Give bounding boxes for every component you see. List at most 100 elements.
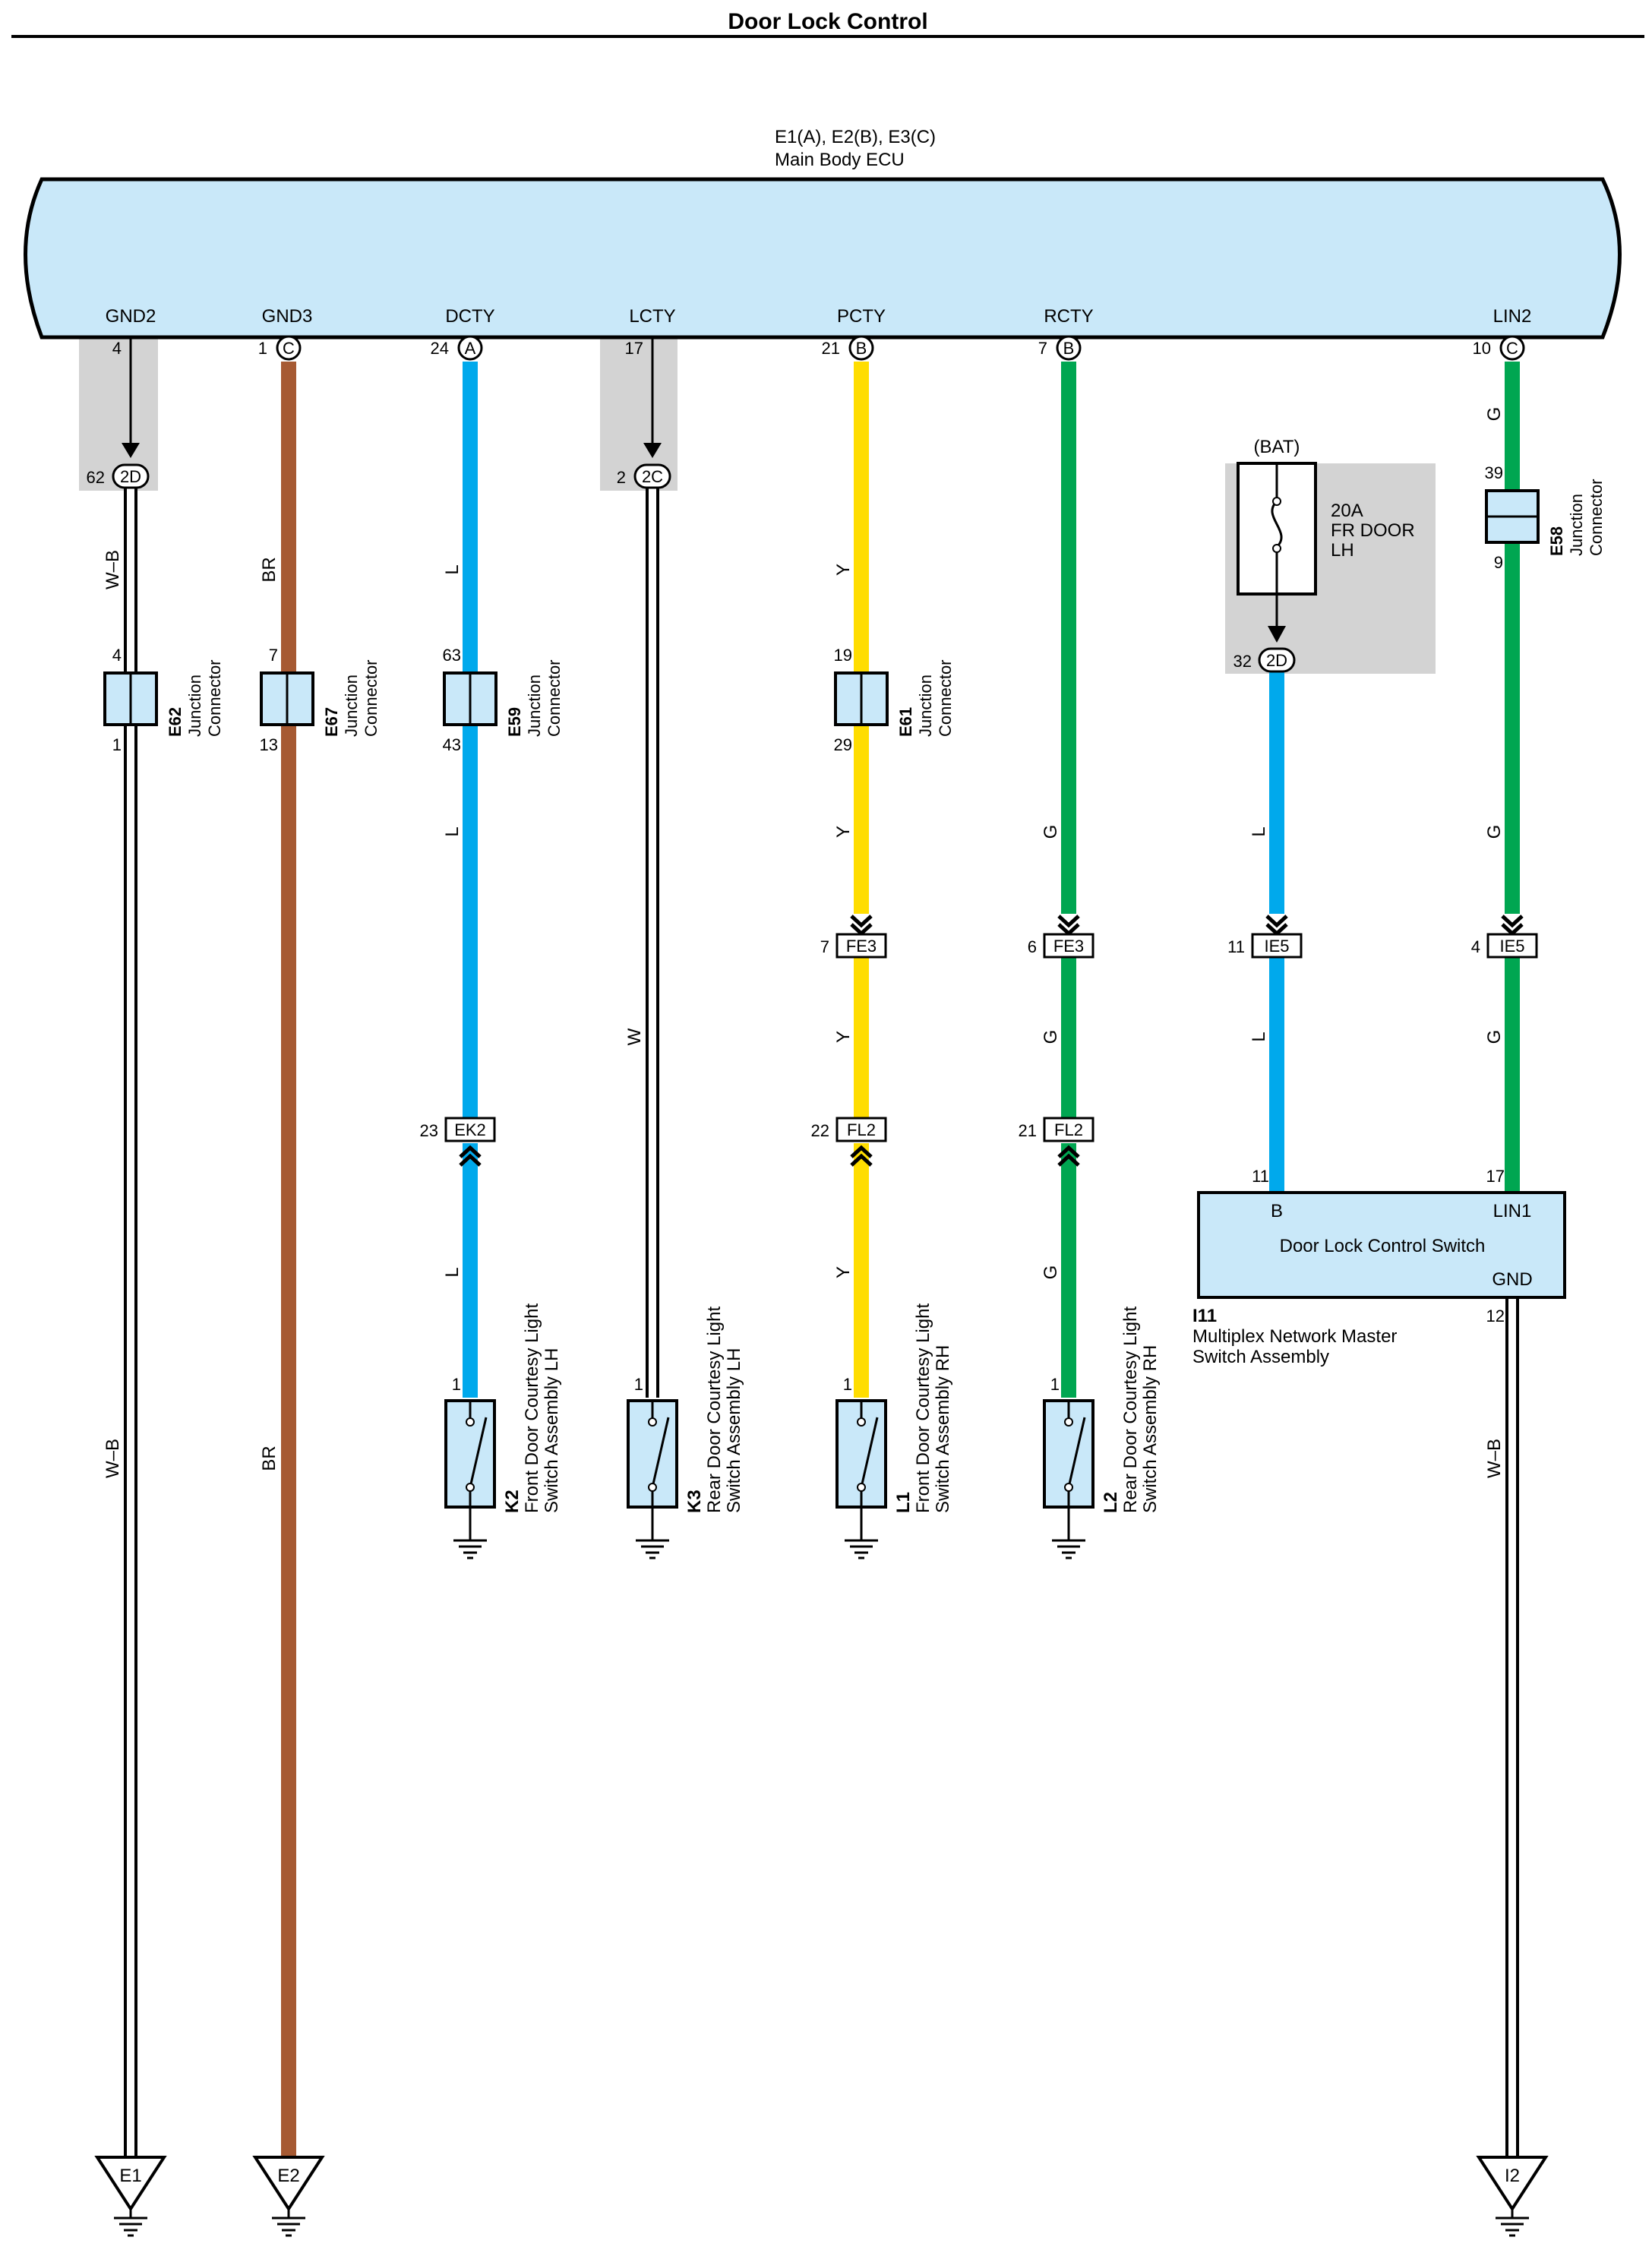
l1-contact-bottom (857, 1483, 866, 1492)
wire-l-dcty-upper (463, 362, 478, 1123)
jb-oval-2d-a (112, 463, 150, 489)
junction-e67 (260, 671, 314, 726)
wire-l-bat-1 (1269, 671, 1284, 914)
wire-l-dcty-lower (463, 1143, 478, 1398)
term-pcty: PCTY (837, 306, 886, 327)
pin-lin2: 10 (1473, 339, 1491, 358)
tag-fl2-p: FL2 (847, 1120, 876, 1139)
tag-fe3-r: FE3 (1053, 937, 1084, 956)
chevron-down-ie5-l (1502, 916, 1522, 934)
wire-label-l-1: L (442, 564, 463, 574)
e62-pin-in: 4 (112, 646, 122, 665)
wire-l-bat-2 (1269, 957, 1284, 1193)
wire-label-y-4: Y (833, 1266, 854, 1278)
tag-box-fl2-r (1043, 1117, 1094, 1142)
jb-2d-a-pin: 62 (87, 468, 105, 487)
term-rcty: RCTY (1044, 306, 1093, 327)
ground-e1-triangle (94, 2156, 167, 2212)
chevron-down-fe3-r (1059, 916, 1079, 934)
pin-dcty: 24 (431, 339, 449, 358)
l2-contact-top (1064, 1417, 1073, 1427)
wire-label-g-1: G (1041, 825, 1061, 839)
l1-switch-blade (860, 1417, 879, 1488)
l2-pin: 1 (1050, 1375, 1060, 1394)
wire-label-y-1: Y (833, 564, 854, 576)
e61-name-2: Connector (936, 659, 955, 737)
conn-gnd3: C (283, 339, 295, 358)
tag-box-ie5-l (1486, 933, 1538, 959)
pin-gnd3: 1 (258, 339, 267, 358)
pin-fe3-p: 7 (820, 937, 829, 956)
pin-rcty: 7 (1038, 339, 1047, 358)
pin-pcty: 21 (822, 339, 840, 358)
tag-ek2: EK2 (454, 1120, 486, 1139)
wire-label-l-3: L (442, 1267, 463, 1277)
arrow-fuse (1268, 626, 1286, 643)
l1-contact-top (857, 1417, 866, 1427)
l1-name-1: Front Door Courtesy Light (913, 1303, 933, 1513)
conn-dcty: A (465, 339, 476, 358)
junction-e62 (103, 671, 158, 726)
conn-lin2: C (1506, 339, 1518, 358)
term-gnd2: GND2 (106, 306, 156, 327)
k3-contact-bottom (648, 1483, 657, 1492)
e58-id: E58 (1547, 526, 1566, 556)
k2-contact-bottom (466, 1483, 475, 1492)
k2-id: K2 (502, 1490, 523, 1513)
l1-pin: 1 (843, 1375, 852, 1394)
wire-g-rcty-1 (1061, 362, 1076, 914)
wire-label-g-6: G (1484, 1030, 1505, 1044)
e58-name-1: Junction (1567, 494, 1586, 556)
k2-name-1: Front Door Courtesy Light (522, 1303, 542, 1513)
conn-circle-gnd3 (276, 335, 302, 361)
fuse-source: (BAT) (1254, 437, 1300, 457)
tag-ie5-l: IE5 (1499, 937, 1524, 956)
e61-id: E61 (896, 707, 915, 737)
k3-pin: 1 (634, 1375, 643, 1394)
e62-name-2: Connector (205, 659, 224, 737)
k2-switch-blade (469, 1417, 488, 1488)
jb-oval-2c (633, 463, 671, 489)
wire-wb-e1 (124, 488, 137, 2159)
i11-pin-gnd: 12 (1486, 1307, 1505, 1325)
e67-id: E67 (322, 707, 341, 737)
pin-ie5-b: 11 (1227, 937, 1245, 956)
e59-pin-in: 63 (443, 646, 461, 665)
pin-ek2: 23 (420, 1121, 438, 1140)
jb-2d-a-label: 2D (120, 467, 141, 486)
e59-id: E59 (505, 707, 524, 737)
pin-fl2-p: 22 (811, 1121, 829, 1140)
fuse-name-1: FR DOOR (1331, 520, 1415, 541)
e67-pin-in: 7 (269, 646, 278, 665)
i11-box (1197, 1191, 1566, 1299)
fuse-rating: 20A (1331, 501, 1363, 521)
tag-fl2-r: FL2 (1054, 1120, 1083, 1139)
wire-label-wb-1: W–B (103, 550, 123, 589)
e58-name-2: Connector (1587, 479, 1606, 556)
k3-name-2: Switch Assembly LH (724, 1348, 744, 1513)
wire-label-y-3: Y (833, 1031, 854, 1043)
wire-label-br-1: BR (259, 557, 280, 582)
i11-pin-lin1: 17 (1486, 1167, 1505, 1186)
e59-pin-out: 43 (443, 735, 461, 754)
e58-pin-out: 9 (1494, 553, 1503, 572)
i11-desc-1: Multiplex Network Master (1192, 1326, 1397, 1347)
wire-label-g-2: G (1041, 1030, 1061, 1044)
jb-shade-2d-a (79, 337, 158, 491)
tag-box-ek2 (444, 1117, 496, 1142)
arrow-gnd2 (122, 443, 140, 458)
wire-w-lcty (646, 488, 659, 1398)
fuse-icon (1271, 500, 1283, 548)
tag-box-fl2-p (835, 1117, 887, 1142)
fuse-name-2: LH (1331, 540, 1354, 561)
e62-pin-out: 1 (112, 735, 122, 754)
conn-rcty: B (1063, 339, 1075, 358)
arrow-lcty (643, 443, 662, 458)
conn-pcty: B (856, 339, 867, 358)
tag-fe3-p: FE3 (846, 937, 877, 956)
i11-id: I11 (1192, 1306, 1217, 1326)
k3-name-1: Rear Door Courtesy Light (704, 1307, 725, 1513)
jb-shade-2c (600, 337, 678, 491)
wire-label-l-2: L (442, 826, 463, 836)
jb-2d-b-label: 2D (1266, 651, 1287, 670)
